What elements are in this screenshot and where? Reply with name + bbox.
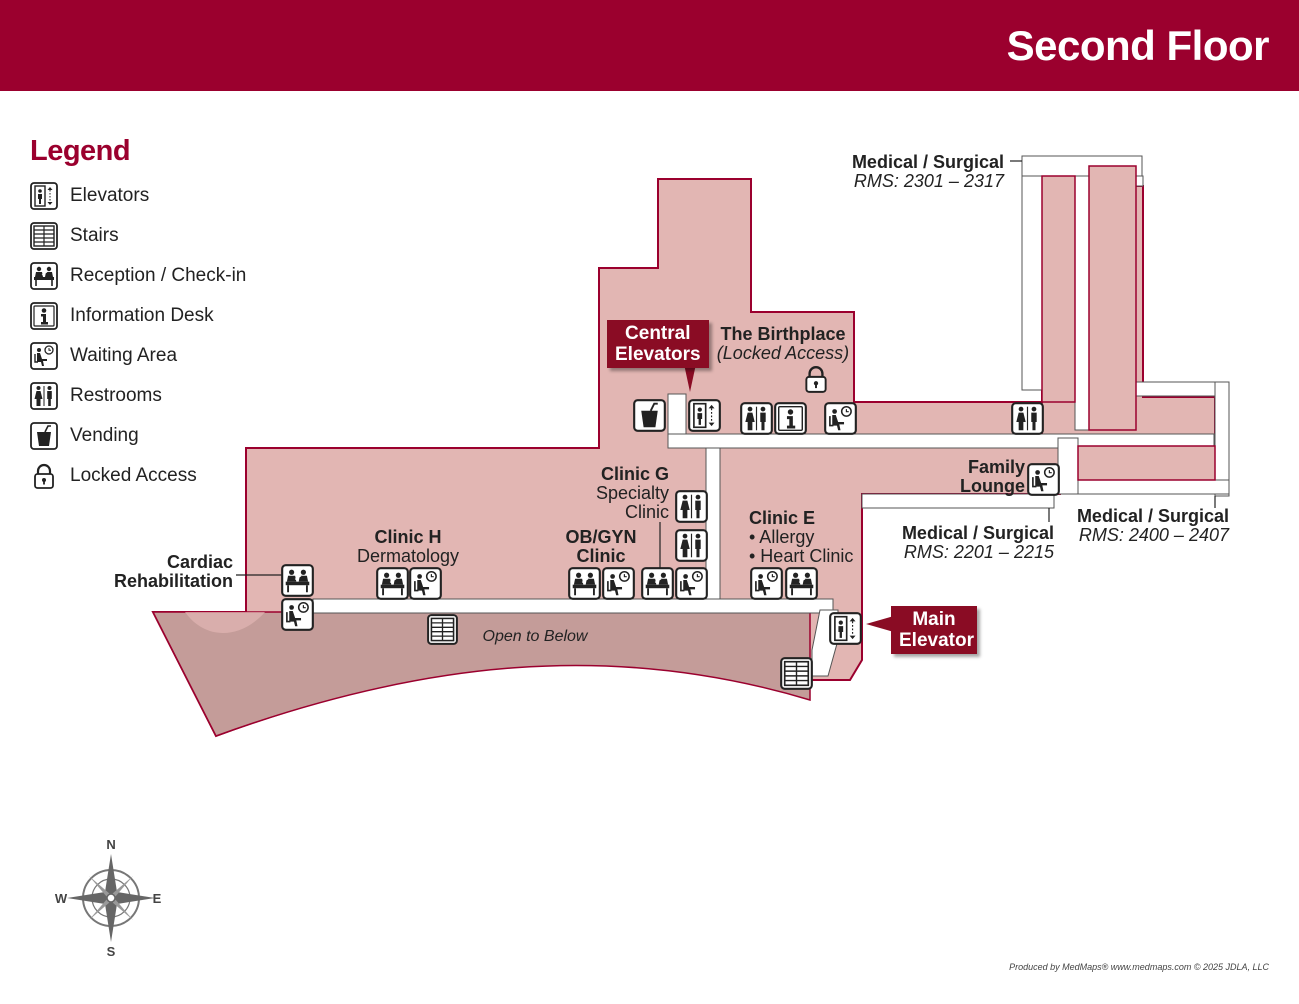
waiting-icon bbox=[750, 567, 783, 600]
open-to-below-label: Open to Below bbox=[483, 628, 589, 645]
label-clinic-h: Clinic H Dermatology bbox=[356, 527, 460, 566]
callout-central-elevators: Central Elevators bbox=[607, 320, 709, 368]
legend-label: Waiting Area bbox=[70, 345, 178, 366]
legend-item-waiting: Waiting Area bbox=[30, 342, 290, 382]
legend-label: Reception / Check-in bbox=[70, 265, 247, 286]
legend-label: Locked Access bbox=[70, 465, 197, 486]
waiting-icon bbox=[602, 567, 635, 600]
reception-icon bbox=[281, 564, 314, 597]
legend-item-restrooms: Restrooms bbox=[30, 382, 290, 422]
reception-icon bbox=[641, 567, 674, 600]
waiting-icon bbox=[824, 402, 857, 435]
reception-icon bbox=[568, 567, 601, 600]
callout-main-elevator: Main Elevator bbox=[891, 606, 977, 654]
reception-icon bbox=[376, 567, 409, 600]
label-cardiac-rehab: Cardiac Rehabilitation bbox=[113, 552, 233, 591]
stairs-icon bbox=[780, 657, 813, 690]
restroom-icon bbox=[740, 402, 773, 435]
page-title: Second Floor bbox=[1006, 22, 1270, 69]
legend-item-locked: Locked Access bbox=[30, 462, 290, 502]
restroom-icon bbox=[675, 529, 708, 562]
credit-text: Produced by MedMaps® www.medmaps.com © 2… bbox=[1009, 962, 1269, 972]
legend-title: Legend bbox=[30, 135, 131, 167]
compass-east: E bbox=[153, 891, 162, 906]
legend-label: Elevators bbox=[70, 185, 150, 206]
reception-icon bbox=[785, 567, 818, 600]
restroom-icon bbox=[675, 490, 708, 523]
label-med-surg-2201: Medical / Surgical RMS: 2201 – 2215 bbox=[901, 523, 1054, 562]
waiting-icon bbox=[675, 567, 708, 600]
information-icon bbox=[774, 402, 807, 435]
restroom-icon bbox=[1011, 402, 1044, 435]
label-med-surg-2301: Medical / Surgical RMS: 2301 – 2317 bbox=[851, 152, 1004, 191]
label-birthplace: The Birthplace (Locked Access) bbox=[716, 324, 850, 363]
label-clinic-e: Clinic E • Allergy • Heart Clinic bbox=[749, 508, 854, 566]
legend-item-reception: Reception / Check-in bbox=[30, 262, 290, 302]
label-obgyn-clinic: OB/GYN Clinic bbox=[565, 527, 637, 566]
legend-label: Stairs bbox=[70, 225, 119, 246]
legend-label: Vending bbox=[70, 425, 139, 446]
compass-rose: N S E W bbox=[55, 837, 162, 959]
open-to-below-area bbox=[151, 611, 811, 737]
label-family-lounge: Family Lounge bbox=[960, 457, 1025, 496]
legend-label: Restrooms bbox=[70, 385, 162, 406]
compass-south: S bbox=[107, 944, 116, 959]
header-bar: Second Floor bbox=[0, 0, 1299, 91]
legend-item-vending: Vending bbox=[30, 422, 290, 462]
waiting-icon bbox=[409, 567, 442, 600]
elevator-icon bbox=[688, 399, 721, 432]
legend-item-stairs: Stairs bbox=[30, 222, 290, 262]
stairs-icon bbox=[427, 614, 458, 645]
waiting-icon bbox=[281, 598, 314, 631]
legend-label: Information Desk bbox=[70, 305, 214, 326]
compass-north: N bbox=[106, 837, 115, 852]
label-clinic-g: Clinic G Specialty Clinic bbox=[595, 464, 669, 522]
legend: Legend Elevators Stairs Reception / Chec… bbox=[30, 135, 290, 502]
elevator-icon bbox=[829, 612, 862, 645]
vending-icon bbox=[633, 399, 666, 432]
legend-item-information: Information Desk bbox=[30, 302, 290, 342]
label-med-surg-2400: Medical / Surgical RMS: 2400 – 2407 bbox=[1076, 506, 1229, 545]
compass-west: W bbox=[55, 891, 68, 906]
legend-item-elevators: Elevators bbox=[30, 182, 290, 222]
waiting-icon bbox=[1027, 463, 1060, 496]
